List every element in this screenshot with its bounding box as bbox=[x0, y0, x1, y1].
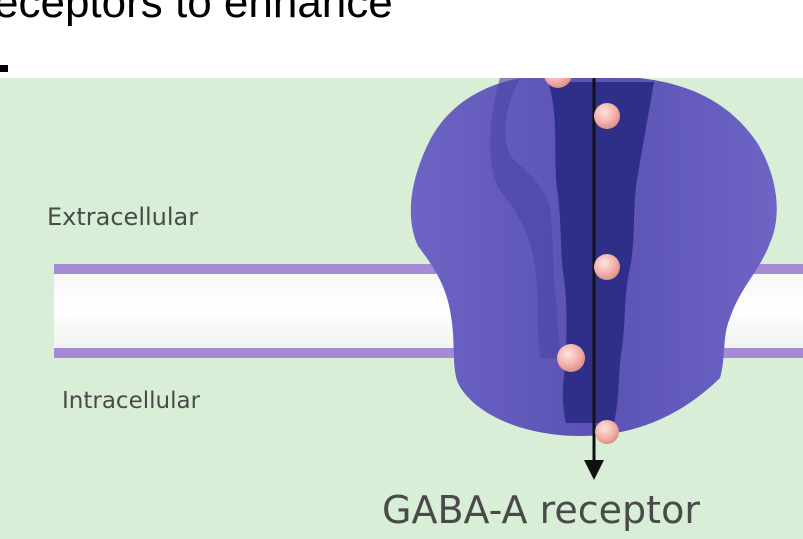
slide-heading: eceptors to enhance bbox=[0, 0, 393, 28]
arrow-head bbox=[584, 460, 604, 480]
ion bbox=[594, 254, 620, 280]
ion bbox=[595, 420, 619, 444]
gaba-a-receptor-diagram: Extracellular Intracellular GABA-A recep… bbox=[0, 78, 803, 539]
diagram-canvas bbox=[0, 78, 803, 539]
extracellular-label: Extracellular bbox=[47, 203, 198, 231]
receptor-caption: GABA-A receptor bbox=[382, 488, 700, 532]
bullet-mark bbox=[0, 65, 8, 72]
ion bbox=[557, 344, 585, 372]
ion bbox=[594, 103, 620, 129]
intracellular-label: Intracellular bbox=[62, 388, 200, 414]
